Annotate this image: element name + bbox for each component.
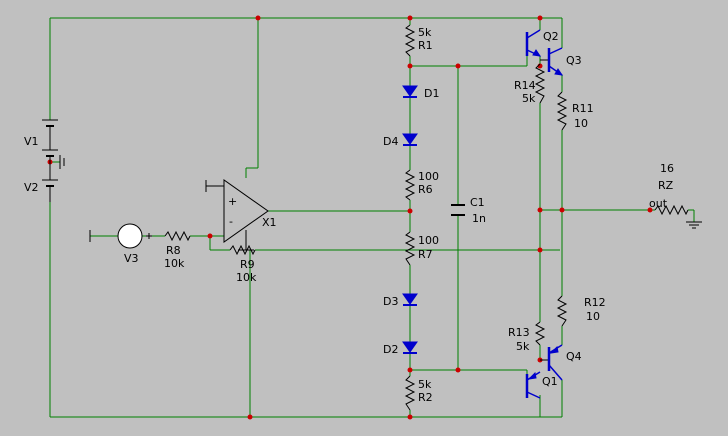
v3-label: V3 bbox=[124, 252, 139, 265]
resistor-r8 bbox=[164, 230, 191, 242]
opamp-minus-sign: - bbox=[229, 215, 233, 228]
transistor-q3 bbox=[540, 47, 564, 76]
r11-value: 10 bbox=[574, 117, 588, 130]
resistor-r11 bbox=[556, 91, 568, 131]
rz-value: 16 bbox=[660, 162, 674, 175]
battery-v1 bbox=[42, 119, 58, 162]
v2-label: V2 bbox=[24, 181, 39, 194]
x1-label: X1 bbox=[262, 216, 277, 229]
diode-d4 bbox=[402, 133, 418, 146]
resistor-rz bbox=[654, 204, 689, 216]
d2-label: D2 bbox=[383, 343, 398, 356]
transistor-q1 bbox=[525, 371, 541, 399]
diode-d2 bbox=[402, 341, 418, 354]
v1-label: V1 bbox=[24, 135, 39, 148]
q2-label: Q2 bbox=[543, 30, 559, 43]
transistor-q4 bbox=[540, 344, 563, 381]
resistor-r6 bbox=[404, 169, 416, 201]
r12-ref: R12 bbox=[584, 296, 606, 309]
r13-ref: R13 bbox=[508, 326, 530, 339]
battery-v2 bbox=[42, 162, 58, 202]
ground-symbol-output bbox=[686, 221, 702, 229]
net-label-out: out bbox=[649, 197, 668, 210]
r9-ref: R9 bbox=[240, 258, 255, 271]
r1-ref: R1 bbox=[418, 39, 433, 52]
resistor-r2 bbox=[404, 375, 416, 411]
resistor-r12 bbox=[556, 295, 568, 327]
capacitor-c1 bbox=[451, 204, 465, 216]
r13-value: 5k bbox=[516, 340, 530, 353]
r14-value: 5k bbox=[522, 92, 536, 105]
r7-value: 100 bbox=[418, 234, 439, 247]
c1-value: 1n bbox=[472, 212, 486, 225]
d1-label: D1 bbox=[424, 87, 439, 100]
resistor-r13 bbox=[534, 321, 546, 346]
r12-value: 10 bbox=[586, 310, 600, 323]
q1-label: Q1 bbox=[542, 375, 558, 388]
r11-ref: R11 bbox=[572, 102, 594, 115]
opamp-x1 bbox=[205, 179, 269, 251]
r6-value: 100 bbox=[418, 170, 439, 183]
r9-value: 10k bbox=[236, 271, 257, 284]
c1-ref: C1 bbox=[470, 196, 485, 209]
source-v3 bbox=[89, 223, 152, 249]
resistor-r7 bbox=[404, 231, 416, 266]
d3-label: D3 bbox=[383, 295, 398, 308]
transistor-q2 bbox=[525, 29, 542, 57]
wires bbox=[49, 17, 695, 418]
junction-dots bbox=[47, 15, 653, 420]
r1-value: 5k bbox=[418, 26, 432, 39]
r8-value: 10k bbox=[164, 257, 185, 270]
opamp-plus-sign: + bbox=[228, 195, 237, 208]
ground-symbol-battery bbox=[59, 155, 65, 169]
q4-label: Q4 bbox=[566, 350, 582, 363]
q3-label: Q3 bbox=[566, 54, 582, 67]
r14-ref: R14 bbox=[514, 79, 536, 92]
resistor-r1 bbox=[404, 24, 416, 57]
r8-ref: R8 bbox=[166, 244, 181, 257]
r2-ref: R2 bbox=[418, 391, 433, 404]
d4-label: D4 bbox=[383, 135, 398, 148]
r7-ref: R7 bbox=[418, 248, 433, 261]
rz-ref: RZ bbox=[658, 179, 674, 192]
diode-d3 bbox=[402, 293, 418, 306]
diode-d1 bbox=[402, 85, 418, 98]
resistor-r14 bbox=[534, 63, 546, 104]
r6-ref: R6 bbox=[418, 183, 433, 196]
r2-value: 5k bbox=[418, 378, 432, 391]
